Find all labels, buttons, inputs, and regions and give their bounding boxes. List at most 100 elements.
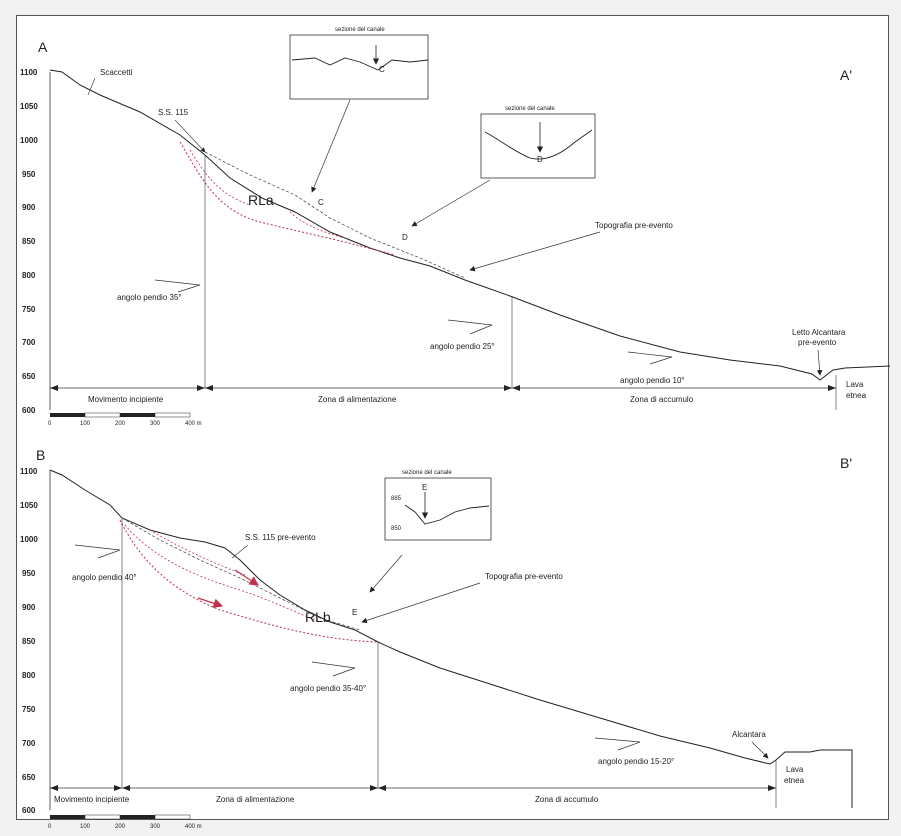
panel-b-scale-bar: 0 100 200 300 400 m (48, 814, 202, 830)
panel-b-river-label: Alcantara (732, 730, 766, 739)
panel-b-slope-2: angolo pendio 35-40° (290, 661, 366, 693)
panel-b-failure-surface-2 (124, 524, 321, 623)
y-tick-b-650: 650 (22, 773, 36, 782)
panel-a-place-top: Scaccetti (100, 68, 133, 77)
y-tick-b-800: 800 (22, 671, 36, 680)
panel-a-y-axis: 1100 1050 1000 950 900 850 800 750 700 6… (20, 68, 51, 415)
panel-b-slope-1: angolo pendio 40° (72, 544, 137, 582)
panel-a-scale-bar: 0 100 200 300 400 m (48, 412, 202, 427)
y-tick-b-1100: 1100 (20, 467, 38, 476)
scale-b-300: 300 (150, 824, 161, 830)
panel-a: A A' 1100 1050 1000 950 900 850 800 750 … (20, 27, 891, 427)
y-tick-b-1000: 1000 (20, 535, 38, 544)
panel-a-zone2: Zona di alimentazione (318, 395, 397, 404)
panel-b-inset-e: sezione del canale 885 850 E (384, 470, 492, 541)
panel-a-marker-c: C (318, 198, 324, 207)
panel-b-failure-surface-1 (119, 519, 379, 643)
inset-e-marker: E (422, 483, 427, 492)
slope-a-3-label: angolo pendio 10° (620, 376, 685, 385)
y-tick-a-650: 650 (22, 372, 36, 381)
scale-b-400: 400 m (185, 824, 202, 830)
panel-a-preevent-topography (204, 151, 466, 279)
panel-a-failure-surface-1 (179, 141, 396, 256)
panel-a-river-label-1: Letto Alcantara (792, 328, 846, 337)
y-tick-a-1100: 1100 (20, 68, 38, 77)
y-tick-b-600: 600 (22, 806, 36, 815)
inset-c-title: sezione del canale (335, 27, 385, 33)
panel-b-label-left: B (36, 447, 45, 463)
panel-a-road-label: S.S. 115 (158, 108, 189, 117)
panel-a-terrain-profile (49, 69, 891, 381)
slope-b-3-label: angolo pendio 15-20° (598, 757, 674, 766)
scale-a-300: 300 (150, 421, 161, 427)
panel-b-road-label: S.S. 115 pre-evento (245, 533, 316, 542)
inset-e-tick-2: 850 (391, 526, 402, 532)
panel-b-lava-1: Lava (786, 765, 804, 774)
panel-a-label-right: A' (840, 67, 852, 83)
y-tick-a-1000: 1000 (20, 136, 38, 145)
panel-a-slope-1: angolo pendio 35° (117, 279, 201, 302)
panel-b-failure-surface-3 (149, 529, 246, 576)
scale-a-100: 100 (80, 421, 91, 427)
slope-b-1-label: angolo pendio 40° (72, 573, 137, 582)
inset-e-title: sezione del canale (402, 470, 452, 476)
panel-b-zone3: Zona di accumulo (535, 795, 599, 804)
scale-a-0: 0 (48, 421, 52, 427)
y-tick-b-700: 700 (22, 739, 36, 748)
y-tick-a-750: 750 (22, 305, 36, 314)
panel-b-preevent-topography (121, 517, 361, 631)
panel-b-marker-e: E (352, 608, 357, 617)
y-tick-a-1050: 1050 (20, 102, 38, 111)
panel-a-inset-c: sezione del canale C (289, 27, 429, 100)
scale-b-0: 0 (48, 824, 52, 830)
y-tick-b-750: 750 (22, 705, 36, 714)
panel-a-zone1: Movimento incipiente (88, 395, 164, 404)
y-tick-a-850: 850 (22, 237, 36, 246)
y-tick-b-1050: 1050 (20, 501, 38, 510)
panel-a-zone-bar: Movimento incipiente Zona di alimentazio… (50, 385, 836, 404)
scale-a-200: 200 (115, 421, 126, 427)
panel-b-motion-arrow-2 (197, 597, 224, 608)
y-tick-a-950: 950 (22, 170, 36, 179)
y-tick-b-850: 850 (22, 637, 36, 646)
panel-a-lava-2: etnea (846, 391, 867, 400)
inset-e-tick-1: 885 (391, 496, 402, 502)
panel-a-inset-d: sezione del canale D (480, 106, 596, 179)
y-tick-b-950: 950 (22, 569, 36, 578)
panel-a-river-label-2: pre-evento (798, 338, 837, 347)
panel-a-slope-2: angolo pendio 25° (430, 319, 495, 351)
panel-b-label-right: B' (840, 455, 852, 471)
scale-a-400: 400 m (185, 421, 202, 427)
panel-b-topo-label: Topografia pre-evento (485, 572, 563, 581)
panel-a-body-label: RLa (248, 192, 274, 208)
scale-b-200: 200 (115, 824, 126, 830)
y-tick-a-800: 800 (22, 271, 36, 280)
panel-a-marker-d: D (402, 233, 408, 242)
panel-b: B B' 1100 1050 1000 950 900 850 800 750 … (20, 447, 853, 830)
slope-b-2-label: angolo pendio 35-40° (290, 684, 366, 693)
inset-d-marker: D (537, 155, 543, 164)
panel-b-zone1: Movimento incipiente (54, 795, 130, 804)
panel-a-zone3: Zona di accumulo (630, 395, 694, 404)
panel-b-lava-2: etnea (784, 776, 805, 785)
panel-b-y-axis: 1100 1050 1000 950 900 850 800 750 700 6… (20, 467, 51, 815)
slope-a-2-label: angolo pendio 25° (430, 342, 495, 351)
panel-b-zone2: Zona di alimentazione (216, 795, 295, 804)
inset-d-title: sezione del canale (505, 106, 555, 112)
inset-c-marker: C (379, 65, 385, 74)
panel-a-slope-3: angolo pendio 10° (620, 351, 685, 385)
scale-b-100: 100 (80, 824, 91, 830)
panel-b-motion-arrow-1 (234, 569, 260, 586)
y-tick-a-700: 700 (22, 338, 36, 347)
y-tick-a-600: 600 (22, 406, 36, 415)
y-tick-b-900: 900 (22, 603, 36, 612)
figure-frame (16, 15, 889, 820)
panel-b-zone-bar: Movimento incipiente Zona di alimentazio… (50, 785, 776, 804)
slope-a-1-label: angolo pendio 35° (117, 293, 182, 302)
panel-b-slope-3: angolo pendio 15-20° (594, 737, 674, 766)
panel-a-failure-surface-2 (189, 149, 251, 206)
panel-a-lava-1: Lava (846, 380, 864, 389)
panel-a-label-left: A (38, 39, 48, 55)
panel-a-topo-label: Topografia pre-evento (595, 221, 673, 230)
